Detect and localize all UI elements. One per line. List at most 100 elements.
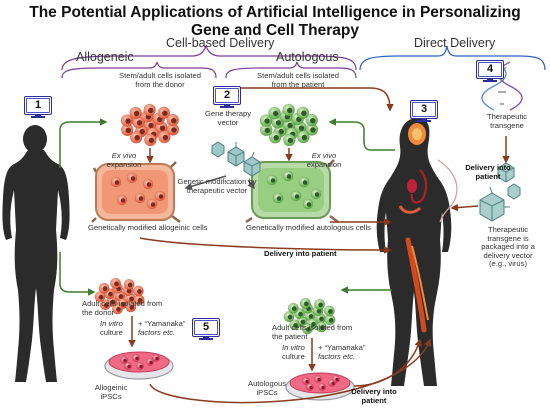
cell-nucleus	[155, 356, 159, 361]
cell-nucleus	[110, 299, 116, 305]
cell-nucleus	[158, 194, 164, 199]
cell-nucleus	[148, 137, 155, 144]
cell-nucleus	[148, 122, 154, 129]
delivery-into-patient-middle-label: Delivery into patient	[264, 249, 337, 258]
cell-nucleus	[305, 379, 309, 384]
cell-nucleus	[301, 110, 307, 116]
direct-delivery-header: Direct Delivery	[414, 36, 496, 50]
cell-nucleus	[310, 127, 316, 133]
cell-nucleus	[317, 377, 321, 382]
monitor-badge-2: 2	[213, 86, 241, 108]
cell-nucleus	[309, 385, 313, 390]
cell-nucleus	[136, 120, 143, 126]
modified-allogeneic-label: Genetically modified allogeinic cells	[88, 223, 208, 232]
cell-nucleus	[264, 127, 270, 134]
cell-nucleus	[129, 305, 135, 310]
cell-nucleus	[276, 196, 282, 201]
cell-nucleus	[275, 120, 282, 126]
cell-nucleus	[103, 302, 109, 308]
cell-nucleus	[114, 180, 120, 185]
cell-nucleus	[291, 306, 297, 311]
cell-nucleus	[162, 134, 169, 141]
monitor-badge-3: 3	[410, 100, 438, 122]
cell-nucleus	[130, 176, 136, 181]
monitor-icon: 1	[24, 96, 52, 115]
cell-nucleus	[139, 128, 145, 135]
cell-nucleus	[318, 302, 323, 308]
cell-nucleus	[150, 202, 156, 207]
cell-nucleus	[320, 325, 325, 330]
monitor-icon: 4	[476, 60, 504, 79]
monitor-icon: 2	[213, 86, 241, 105]
cell-nucleus	[301, 134, 308, 141]
cell-nucleus	[272, 110, 279, 117]
cell-nucleus	[129, 296, 134, 302]
cell-nucleus	[321, 385, 325, 390]
cell-nucleus	[287, 314, 293, 320]
cell-nucleus	[171, 127, 177, 133]
modified-autologous-label: Genetically modified autologous cells	[246, 223, 371, 232]
cell-nucleus	[147, 107, 154, 114]
cell-nucleus	[278, 128, 284, 135]
cell-nucleus	[146, 182, 152, 187]
allogeneic-culture-flask	[91, 161, 181, 223]
cell-nucleus	[108, 291, 113, 297]
cell-nucleus	[302, 180, 308, 185]
cell-nucleus	[102, 286, 108, 291]
cell-nucleus	[298, 311, 303, 317]
cell-nucleus	[171, 117, 177, 124]
monitor-badge-5: 5	[192, 318, 220, 340]
cell-nucleus	[328, 309, 333, 314]
cell-nucleus	[287, 122, 293, 129]
cell-based-bracket	[61, 44, 357, 79]
donor-silhouette-icon	[2, 125, 70, 382]
gene-therapy-vector-icon	[211, 141, 261, 177]
monitor-icon: 5	[192, 318, 220, 337]
cell-nucleus	[98, 294, 104, 300]
cell-nucleus	[264, 118, 270, 124]
donor-stem-cells	[120, 103, 180, 147]
monitor-badge-4: 4	[476, 60, 504, 82]
process-arrows	[59, 87, 510, 404]
cell-nucleus	[123, 358, 127, 363]
cell-nucleus	[319, 316, 324, 322]
allogeneic-header: Allogeneic	[76, 50, 134, 64]
cell-nucleus	[286, 174, 292, 179]
cell-nucleus	[306, 202, 312, 207]
cell-nucleus	[138, 196, 144, 201]
cell-nucleus	[287, 137, 294, 144]
cell-nucleus	[311, 321, 316, 327]
cell-nucleus	[114, 281, 119, 287]
allogeneic-ipsc-dish-icon	[104, 351, 174, 380]
cell-nucleus	[120, 198, 126, 203]
title-line-2: Gene and Cell Therapy	[191, 22, 359, 39]
patient-stem-cells	[259, 103, 319, 147]
cell-nucleus	[127, 282, 133, 288]
cell-nucleus	[298, 125, 305, 131]
monitor-badge-1: 1	[24, 96, 52, 118]
adult-patient-cells	[283, 297, 336, 335]
cell-nucleus	[139, 364, 143, 369]
cell-nucleus	[304, 301, 309, 307]
cell-nucleus	[314, 192, 320, 197]
cell-nucleus	[273, 135, 279, 141]
cell-nucleus	[293, 322, 298, 328]
cell-nucleus	[331, 381, 335, 386]
cell-nucleus	[125, 127, 131, 134]
cell-nucleus	[310, 117, 316, 124]
cell-nucleus	[135, 356, 139, 361]
cell-nucleus	[294, 194, 300, 199]
